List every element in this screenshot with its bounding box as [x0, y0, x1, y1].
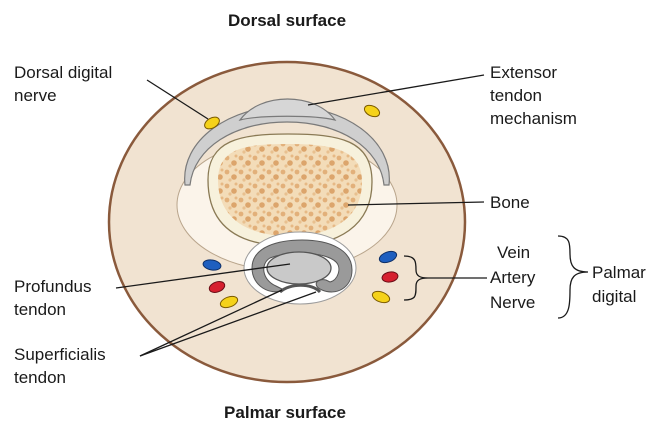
bone-marrow [218, 144, 362, 236]
label-extensor-line2: tendon [490, 86, 542, 105]
label-palmar-digital-line1: Palmar [592, 263, 646, 282]
label-palmar-digital-line2: digital [592, 287, 636, 306]
label-extensor-line1: Extensor [490, 63, 557, 82]
label-nerve: Nerve [490, 293, 535, 312]
dorsal-surface-title: Dorsal surface [228, 11, 346, 30]
label-extensor-tendon-mechanism: Extensor tendon mechanism [490, 63, 577, 128]
label-superficialis-tendon: Superficialis tendon [14, 345, 106, 387]
palmar-digital-brace [558, 236, 588, 318]
label-profundus-tendon: Profundus tendon [14, 277, 92, 319]
label-artery: Artery [490, 268, 536, 287]
palmar-surface-title: Palmar surface [224, 403, 346, 422]
label-superficialis-line1: Superficialis [14, 345, 106, 364]
label-bone: Bone [490, 193, 530, 212]
label-profundus-line1: Profundus [14, 277, 92, 296]
label-dorsal-digital-nerve-line1: Dorsal digital [14, 63, 112, 82]
label-extensor-line3: mechanism [490, 109, 577, 128]
label-superficialis-line2: tendon [14, 368, 66, 387]
label-profundus-line2: tendon [14, 300, 66, 319]
profundus-tendon [267, 252, 331, 284]
label-dorsal-digital-nerve: Dorsal digital nerve [14, 63, 112, 105]
label-vein: Vein [497, 243, 530, 262]
label-palmar-digital: Palmar digital [592, 263, 646, 306]
label-dorsal-digital-nerve-line2: nerve [14, 86, 57, 105]
